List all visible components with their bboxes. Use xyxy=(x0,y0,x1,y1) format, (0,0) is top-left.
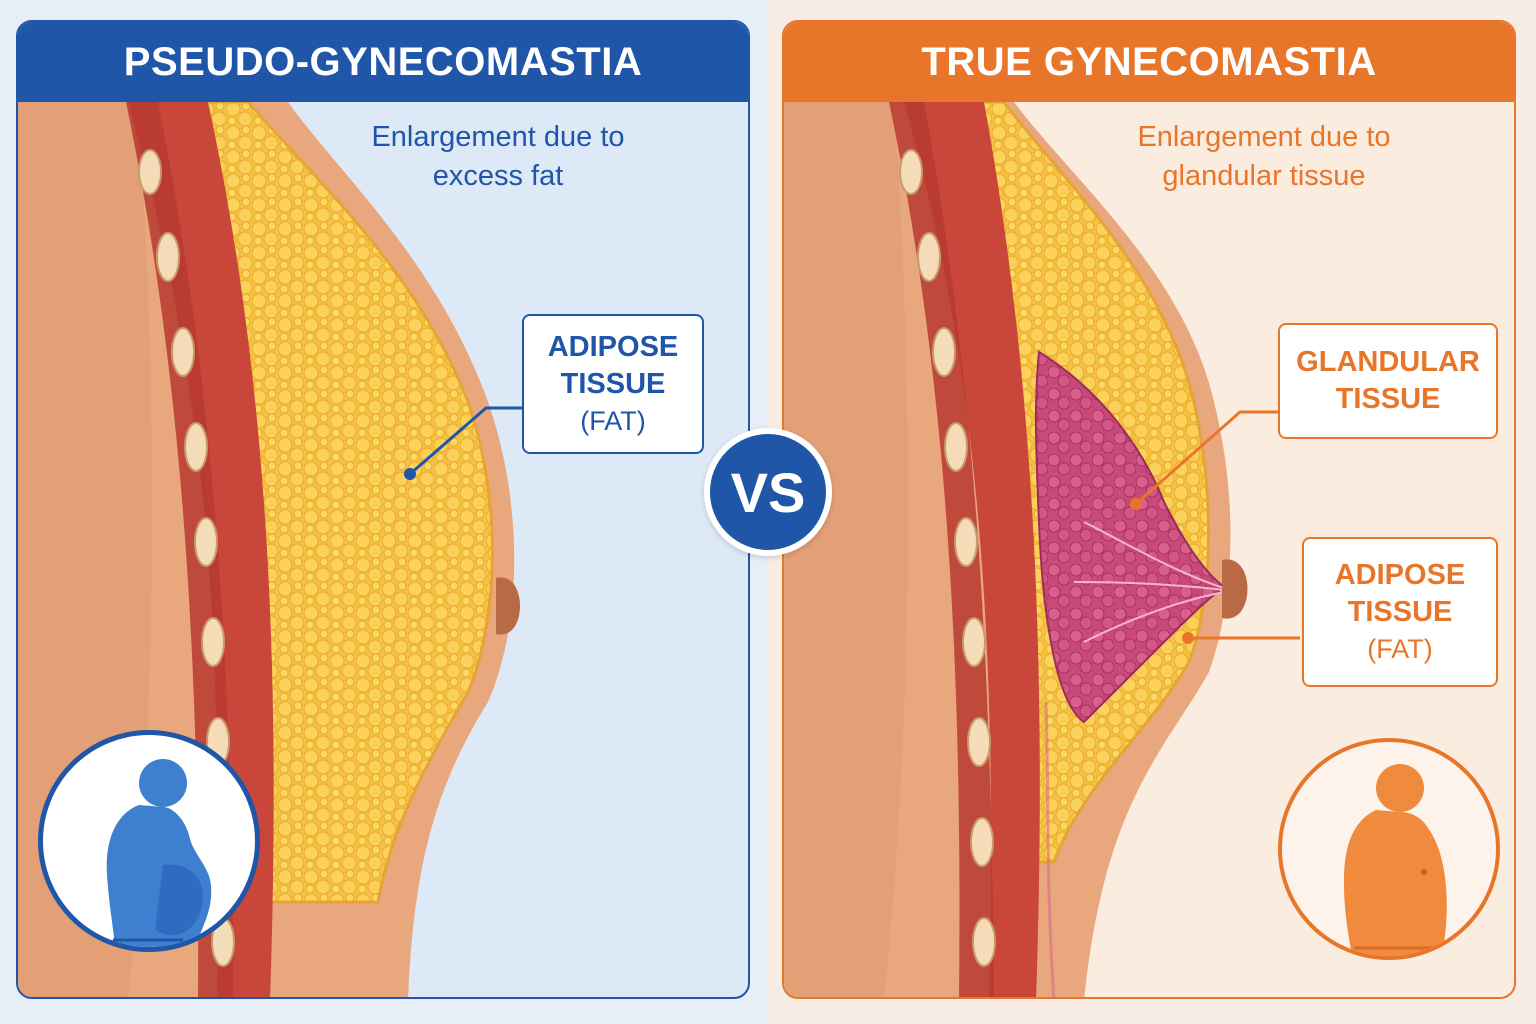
true-gynecomastia-title: TRUE GYNECOMASTIA xyxy=(784,22,1514,102)
pseudo-gynecomastia-subtitle: Enlargement due to excess fat xyxy=(371,121,625,192)
true-gynecomastia-anatomy-illustration xyxy=(784,102,1300,997)
male-chest-silhouette-icon xyxy=(1278,738,1500,960)
true-gynecomastia-subtitle: Enlargement due to glandular tissue xyxy=(1137,121,1391,192)
adipose-leader-line xyxy=(409,406,522,476)
vs-badge: VS xyxy=(704,428,832,556)
nipple xyxy=(1222,559,1248,619)
glandular-leader-line xyxy=(1135,410,1278,506)
adipose-tissue-callout: ADIPOSE TISSUE (FAT) xyxy=(1302,537,1498,687)
adipose-tissue-callout: ADIPOSE TISSUE (FAT) xyxy=(522,314,704,454)
nipple xyxy=(496,577,520,635)
glandular-tissue-callout: GLANDULAR TISSUE xyxy=(1278,323,1498,439)
pseudo-gynecomastia-panel: PSEUDO-GYNECOMASTIA xyxy=(16,20,750,999)
pseudo-gynecomastia-title: PSEUDO-GYNECOMASTIA xyxy=(18,22,748,102)
glandular-tissue-region xyxy=(1034,350,1226,724)
pectoral-muscle-band xyxy=(904,102,1040,997)
overweight-male-silhouette-icon xyxy=(38,730,260,952)
rib-band xyxy=(889,102,994,997)
true-gynecomastia-panel: TRUE GYNECOMASTIA xyxy=(782,20,1516,999)
